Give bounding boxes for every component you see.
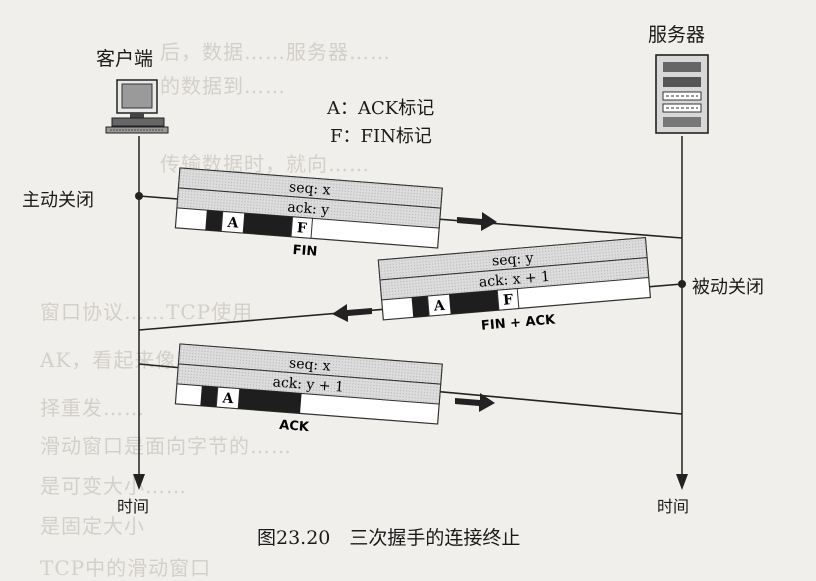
figure-caption: 图23.20 三次握手的连接终止	[257, 527, 521, 549]
fin-ack-flag: A	[226, 215, 240, 232]
fin-ack-fin-flag: F	[503, 292, 514, 309]
fin-ack-seq-text: seq: y	[491, 250, 534, 269]
bleed-line: 后，数据……服务器……	[160, 40, 391, 64]
bleed-line: 择重发……	[40, 396, 145, 420]
active-close-label: 主动关闭	[22, 190, 94, 211]
fin-seq-text: seq: x	[288, 179, 331, 198]
ack-ack-flag: A	[221, 390, 235, 407]
bleed-line: 的数据到……	[160, 74, 286, 98]
bleed-line: 窗口协议……TCP使用	[40, 300, 254, 324]
client-label: 客户端	[96, 48, 154, 70]
server-icon	[655, 54, 709, 134]
server-time-label: 时间	[657, 497, 690, 516]
legend-fin: F：FIN标记	[330, 126, 432, 147]
fin-ack-direction-arrow	[332, 304, 372, 322]
bleed-line: 滑动窗口是面向字节的……	[40, 434, 292, 458]
server-time-arrowhead	[676, 474, 688, 490]
bleed-line: TCP中的滑动窗口	[40, 556, 212, 580]
ack-direction-arrow	[455, 393, 495, 412]
fin-fin-flag: F	[296, 220, 307, 237]
fin-ack-ack-text: ack: x + 1	[478, 269, 550, 291]
fin-segment-label: FIN	[292, 243, 318, 260]
fin-direction-arrow	[457, 212, 497, 231]
passive-close-label: 被动关闭	[692, 277, 764, 298]
bleed-line: 是固定大小	[40, 514, 145, 538]
bleed-line: 是可变大小……	[40, 474, 187, 498]
fin-ack-segment-label: FIN + ACK	[480, 312, 556, 333]
fin-ack-text: ack: y	[287, 199, 330, 218]
fin-ack-segment-box: seq: y ack: x + 1 A F FIN + ACK	[377, 236, 652, 334]
ack-seq-text: seq: x	[288, 355, 331, 374]
ack-segment-label: ACK	[279, 418, 311, 435]
legend-ack: A：ACK标记	[327, 98, 435, 119]
client-time-label: 时间	[117, 497, 150, 516]
fin-ack-ack-flag: A	[432, 298, 446, 315]
server-label: 服务器	[648, 24, 706, 46]
ack-segment-box: seq: x ack: y + 1 A ACK	[174, 343, 443, 435]
fin-segment-box: seq: x ack: y A F FIN	[174, 167, 443, 260]
computer-icon	[105, 79, 169, 134]
client-time-arrowhead	[133, 474, 145, 490]
ack-ack-text: ack: y + 1	[272, 374, 344, 395]
